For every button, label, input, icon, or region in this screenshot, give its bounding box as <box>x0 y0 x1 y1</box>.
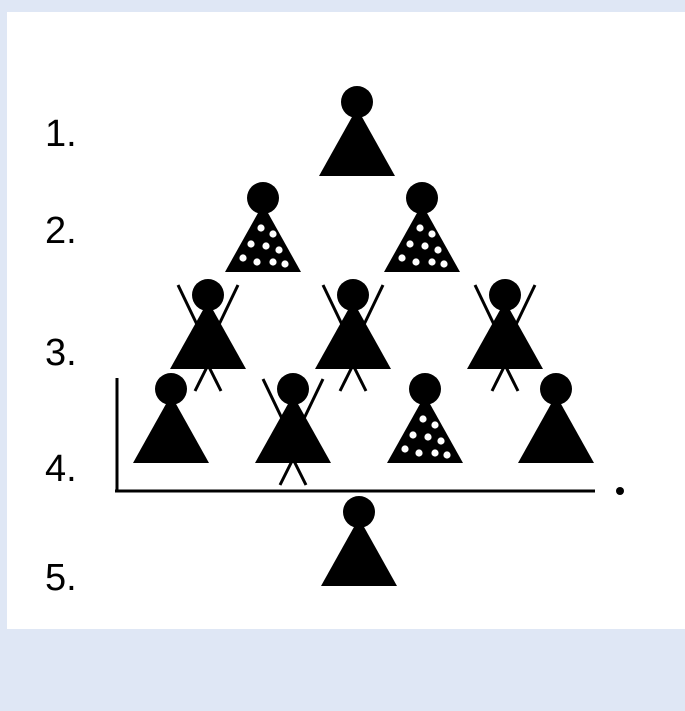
pattern-dot <box>275 246 283 254</box>
pattern-dot <box>416 224 424 232</box>
body-triangle <box>387 395 463 463</box>
pattern-dot <box>431 421 439 429</box>
leg-left-line <box>193 364 210 392</box>
pattern-dot <box>419 415 427 423</box>
pattern-dot <box>431 449 439 457</box>
pattern-dot <box>247 240 255 248</box>
figure-row3-2-crossed <box>315 279 391 392</box>
pattern-dot <box>412 258 420 266</box>
pedigree-diagram: 1. 2. 3. 4. 5. <box>7 12 685 629</box>
figure-row4-2-crossed <box>255 373 331 486</box>
body-triangle <box>225 204 301 272</box>
head-circle <box>343 496 375 528</box>
head-circle <box>341 86 373 118</box>
row-label-5: 5. <box>45 557 77 599</box>
head-circle <box>337 279 369 311</box>
pattern-dot <box>440 260 448 268</box>
figure-row1-1-solid <box>319 86 395 176</box>
head-circle <box>155 373 187 405</box>
pattern-dot <box>262 242 270 250</box>
body-triangle <box>255 395 331 463</box>
pattern-dot <box>428 258 436 266</box>
pattern-dot <box>239 254 247 262</box>
head-circle <box>277 373 309 405</box>
pattern-dot <box>415 449 423 457</box>
figure-row2-2-dotted <box>384 182 460 272</box>
head-circle <box>192 279 224 311</box>
pattern-dot <box>434 246 442 254</box>
pattern-dot <box>424 433 432 441</box>
body-triangle <box>170 301 246 369</box>
head-circle <box>406 182 438 214</box>
head-circle <box>247 182 279 214</box>
pattern-dot <box>269 258 277 266</box>
figure-row4-4-solid <box>518 373 594 463</box>
head-circle <box>409 373 441 405</box>
body-triangle <box>518 395 594 463</box>
pattern-dot <box>253 258 261 266</box>
body-triangle <box>467 301 543 369</box>
leg-right-line <box>503 364 520 392</box>
pattern-dot <box>281 260 289 268</box>
leg-left-line <box>490 364 507 392</box>
body-triangle <box>133 395 209 463</box>
pattern-dot <box>257 224 265 232</box>
pattern-dot <box>437 437 445 445</box>
leg-right-line <box>351 364 368 392</box>
pattern-dot <box>428 230 436 238</box>
body-triangle <box>315 301 391 369</box>
figure-row5-1-solid <box>321 496 397 586</box>
leg-right-line <box>206 364 223 392</box>
head-circle <box>489 279 521 311</box>
head-circle <box>540 373 572 405</box>
leg-right-line <box>291 458 308 486</box>
pattern-dot <box>398 254 406 262</box>
pattern-dot <box>443 451 451 459</box>
figure-row3-1-crossed <box>170 279 246 392</box>
body-triangle <box>321 518 397 586</box>
row-label-4: 4. <box>45 448 77 490</box>
pattern-dot <box>421 242 429 250</box>
figure-row2-1-dotted <box>225 182 301 272</box>
leg-left-line <box>338 364 355 392</box>
pattern-dot <box>406 240 414 248</box>
body-triangle <box>384 204 460 272</box>
pattern-dot <box>401 445 409 453</box>
figure-layer <box>115 86 624 586</box>
figure-row4-1-solid <box>133 373 209 463</box>
row-label-2: 2. <box>45 210 77 252</box>
body-triangle <box>319 108 395 176</box>
pattern-dot <box>269 230 277 238</box>
row-label-3: 3. <box>45 332 77 374</box>
row-label-1: 1. <box>45 113 77 155</box>
pattern-dot <box>409 431 417 439</box>
leg-left-line <box>278 458 295 486</box>
figure-row3-3-crossed <box>467 279 543 392</box>
end-dot <box>616 487 624 495</box>
figure-row4-3-dotted <box>387 373 463 463</box>
